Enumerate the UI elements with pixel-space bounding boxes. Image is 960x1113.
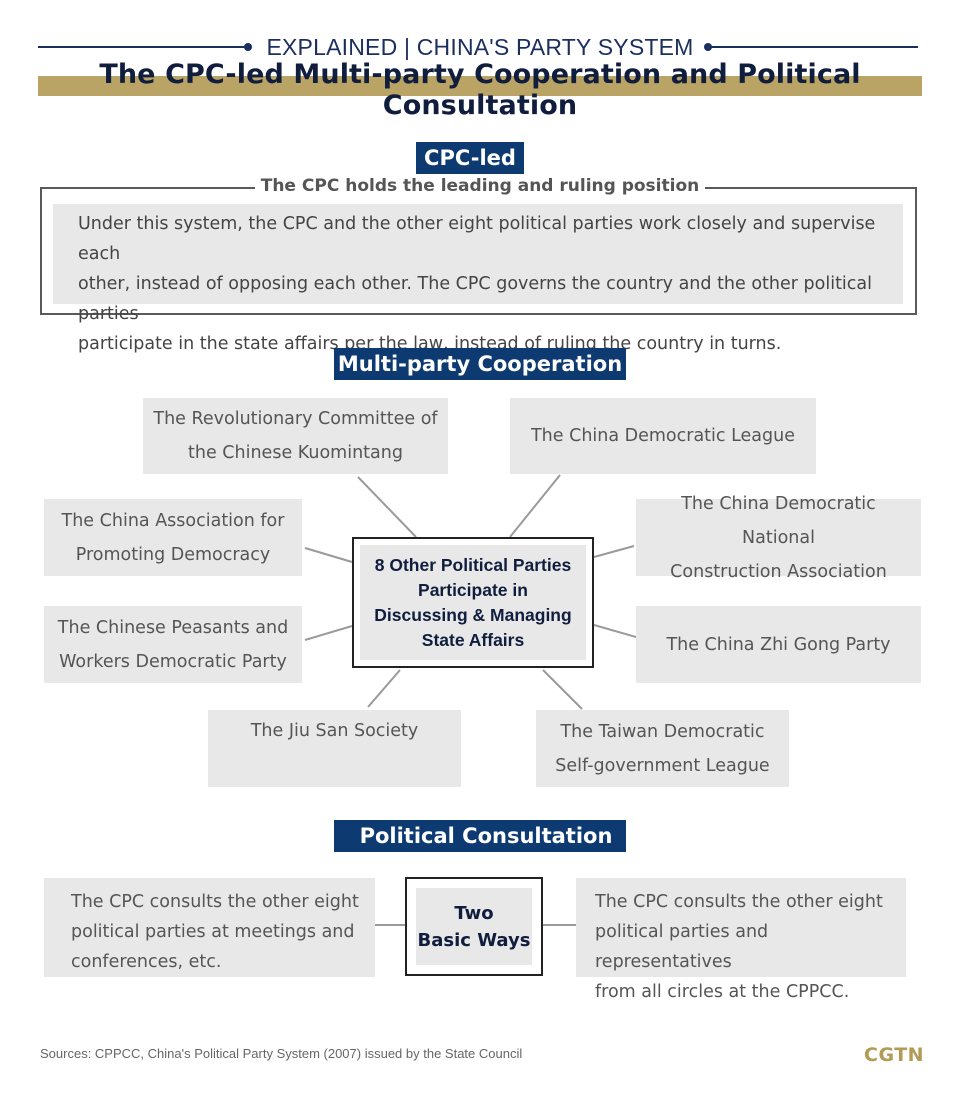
cpc-led-subtitle-wrap: The CPC holds the leading and ruling pos…: [0, 176, 960, 196]
connector-line: [304, 625, 353, 641]
party-label-line: Construction Association: [670, 561, 887, 582]
center-node-line: 8 Other Political Parties: [374, 554, 572, 575]
center-node-line: State Affairs: [421, 629, 525, 650]
page-title: The CPC-led Multi-party Cooperation and …: [99, 59, 861, 121]
consultation-way-line: The CPC consults the other eight: [595, 892, 883, 912]
party-label-line: The China Zhi Gong Party: [666, 634, 891, 655]
consultation-way-cppcc: The CPC consults the other eight politic…: [576, 878, 906, 1002]
section-badge-political-consultation: Political Consultation: [334, 820, 626, 852]
party-label-line: The Revolutionary Committee of: [153, 409, 438, 429]
header-rule-right: [710, 46, 918, 48]
connector-line: [542, 669, 583, 710]
cpc-led-paragraph-line: other, instead of opposing each other. T…: [78, 274, 873, 324]
party-label-line: The China Association for: [61, 510, 285, 531]
two-basic-ways-line: Two: [454, 902, 494, 924]
cpc-led-subtitle: The CPC holds the leading and ruling pos…: [254, 176, 706, 196]
party-label-line: The Jiu San Society: [250, 721, 419, 741]
consultation-way-line: political parties at meetings and: [71, 922, 355, 942]
cpc-led-paragraph: Under this system, the CPC and the other…: [78, 209, 898, 359]
party-label-line: Self-government League: [555, 755, 770, 776]
consultation-way-line: conferences, etc.: [71, 952, 222, 972]
sources-note: Sources: CPPCC, China's Political Party …: [40, 1046, 523, 1061]
connector-line: [367, 669, 401, 708]
party-china-zhi-gong: The China Zhi Gong Party: [636, 606, 921, 683]
party-label-line: the Chinese Kuomintang: [188, 443, 403, 463]
party-revolutionary-committee-kmt: The Revolutionary Committee of the Chines…: [143, 398, 448, 474]
party-label-line: The Taiwan Democratic: [560, 721, 765, 742]
connector-line: [593, 624, 637, 638]
party-jiu-san-society: The Jiu San Society: [208, 710, 461, 787]
header-rule-left: [38, 46, 248, 48]
party-china-democratic-league: The China Democratic League: [510, 398, 816, 474]
connector-line: [509, 474, 561, 538]
party-label-line: Promoting Democracy: [75, 544, 271, 565]
party-label-line: The Chinese Peasants and: [57, 617, 289, 638]
section-badge-cpc-led: CPC-led: [416, 142, 524, 174]
consultation-way-line: from all circles at the CPPCC.: [595, 982, 850, 1002]
party-label-line: The China Democratic League: [530, 426, 795, 446]
center-node-line: Participate in: [418, 579, 528, 600]
header-kicker: EXPLAINED | CHINA'S PARTY SYSTEM: [266, 34, 694, 60]
cpc-led-text-panel: [53, 204, 903, 304]
consultation-way-line: political parties and representatives: [595, 922, 769, 972]
cpc-led-paragraph-line: Under this system, the CPC and the other…: [78, 214, 876, 264]
connector-line: [357, 476, 417, 538]
party-label-line: The China Democratic National: [681, 493, 876, 548]
section-badge-multi-party: Multi-party Cooperation: [334, 348, 626, 380]
center-node-line: Discussing & Managing: [374, 604, 572, 625]
center-node: 8 Other Political Parties Participate in…: [360, 545, 586, 660]
header-dot-right: [704, 43, 712, 51]
two-basic-ways: Two Basic Ways: [416, 888, 532, 965]
cgtn-logo: CGTN: [864, 1044, 925, 1066]
connector-line: [304, 547, 353, 563]
party-label-line: Workers Democratic Party: [59, 651, 287, 672]
two-basic-ways-line: Basic Ways: [417, 929, 531, 951]
connector-line: [593, 545, 635, 558]
title-highlight-band: [38, 76, 922, 96]
consultation-way-line: The CPC consults the other eight: [71, 892, 359, 912]
header-dot-left: [244, 43, 252, 51]
consultation-way-meetings: The CPC consults the other eight politic…: [44, 878, 375, 977]
